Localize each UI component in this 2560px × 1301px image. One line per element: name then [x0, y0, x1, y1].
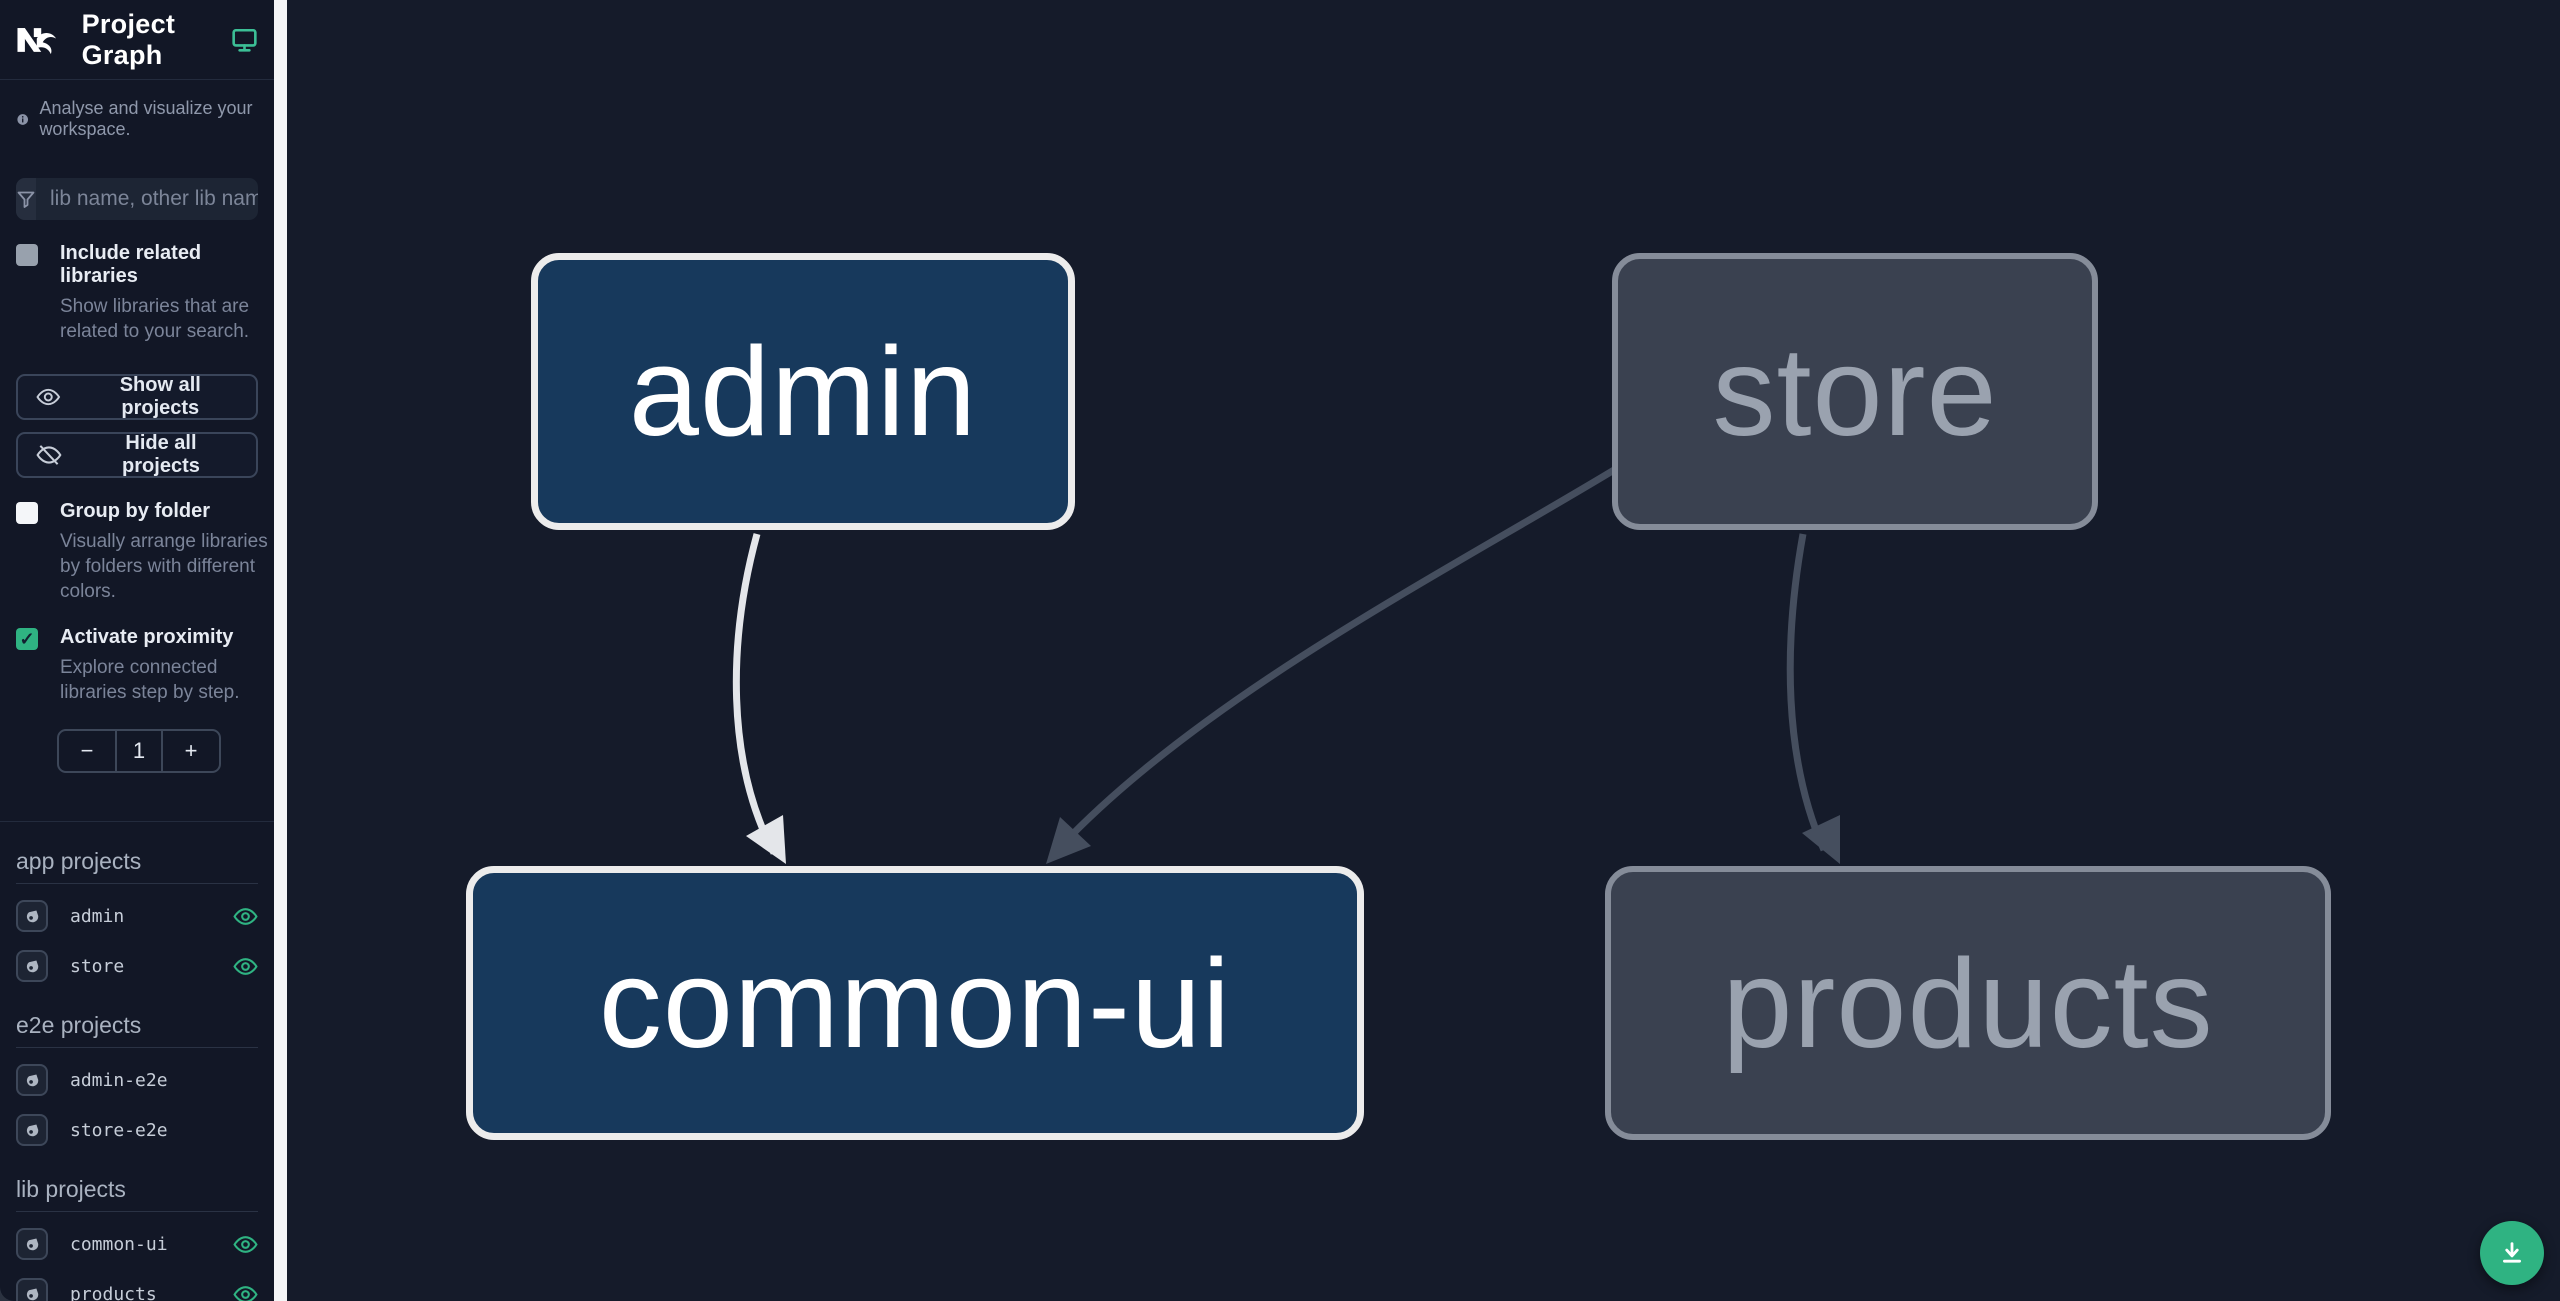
project-row-products: products — [16, 1276, 258, 1301]
focus-project-button[interactable] — [16, 950, 48, 982]
checkbox-group-by-folder[interactable] — [16, 502, 38, 524]
section-title: lib projects — [16, 1176, 258, 1212]
eye-off-icon — [36, 445, 62, 465]
hide-all-projects-button[interactable]: Hide all projects — [16, 432, 258, 478]
node-label: store — [1712, 321, 1998, 462]
project-row-common-ui: common-ui — [16, 1226, 258, 1262]
project-name: products — [70, 1283, 157, 1301]
project-name: common-ui — [70, 1233, 168, 1255]
graph-node-common-ui[interactable]: common-ui — [466, 866, 1364, 1140]
focus-project-button[interactable] — [16, 1064, 48, 1096]
project-row-admin-e2e: admin-e2e — [16, 1062, 258, 1098]
edge-store-products[interactable] — [1786, 533, 1828, 852]
arrowhead-admin-common-ui — [746, 815, 786, 864]
focus-project-button[interactable] — [16, 1278, 48, 1301]
option-description: Explore connected libraries step by step… — [60, 657, 240, 703]
project-row-admin: admin — [16, 898, 258, 934]
proximity-value: 1 — [115, 731, 163, 771]
panel-resizer[interactable] — [274, 0, 287, 1301]
project-row-store: store — [16, 948, 258, 984]
option-label: Include related libraries — [60, 242, 202, 287]
eye-icon — [233, 957, 258, 975]
checkbox-include-related[interactable] — [16, 244, 38, 266]
project-visibility-toggle[interactable] — [233, 1282, 258, 1301]
sidebar: Project Graph Analyse and visualize your… — [0, 0, 274, 1301]
option-group-by-folder[interactable]: Group by folder Visually arrange librari… — [0, 500, 274, 604]
filter-icon — [16, 178, 36, 220]
project-visibility-toggle[interactable] — [233, 1232, 258, 1257]
option-description: Visually arrange libraries by folders wi… — [60, 531, 268, 602]
option-label: Activate proximity — [60, 626, 234, 648]
option-include-related[interactable]: Include related libraries Show libraries… — [0, 242, 274, 344]
focus-icon — [26, 909, 38, 922]
section-app-projects: app projects admin — [0, 848, 274, 984]
node-label: common-ui — [598, 932, 1232, 1074]
project-visibility-toggle[interactable] — [233, 904, 258, 929]
project-name: admin-e2e — [70, 1069, 168, 1091]
focus-project-button[interactable] — [16, 1114, 48, 1146]
option-activate-proximity[interactable]: ✓ Activate proximity Explore connected l… — [0, 626, 274, 705]
option-description: Show libraries that are related to your … — [60, 296, 250, 342]
proximity-decrement-button[interactable]: − — [59, 731, 115, 771]
section-e2e-projects: e2e projects admin-e2e store- — [0, 1012, 274, 1148]
project-row-store-e2e: store-e2e — [16, 1112, 258, 1148]
section-title: e2e projects — [16, 1012, 258, 1048]
eye-icon — [233, 907, 258, 925]
show-all-projects-button[interactable]: Show all projects — [16, 374, 258, 420]
tagline-text: Analyse and visualize your workspace. — [39, 98, 253, 139]
monitor-icon — [231, 27, 258, 53]
eye-icon — [233, 1235, 258, 1253]
nx-logo-icon — [17, 27, 57, 54]
info-icon — [17, 113, 29, 125]
eye-icon — [233, 1285, 258, 1301]
node-label: admin — [628, 321, 978, 462]
focus-project-button[interactable] — [16, 900, 48, 932]
focus-icon — [26, 959, 38, 972]
eye-icon — [36, 388, 61, 406]
arrowhead-store-products — [1802, 815, 1840, 864]
project-name: store — [70, 955, 125, 977]
section-lib-projects: lib projects common-ui — [0, 1176, 274, 1301]
project-name: admin — [70, 905, 125, 927]
edge-store-common-ui[interactable] — [1059, 467, 1616, 848]
button-label: Hide all projects — [122, 432, 200, 477]
focus-icon — [26, 1287, 38, 1300]
sidebar-header: Project Graph — [0, 0, 274, 80]
focus-icon — [26, 1123, 38, 1136]
focus-icon — [26, 1073, 38, 1086]
proximity-stepper: − 1 + — [57, 729, 221, 773]
edge-admin-common-ui[interactable] — [732, 533, 778, 855]
search-input[interactable] — [36, 178, 258, 220]
proximity-increment-button[interactable]: + — [163, 731, 219, 771]
focus-project-button[interactable] — [16, 1228, 48, 1260]
node-label: products — [1722, 932, 2214, 1074]
workspace-tagline: Analyse and visualize your workspace. — [0, 98, 274, 140]
graph-node-store[interactable]: store — [1612, 253, 2098, 530]
download-button[interactable] — [2480, 1221, 2544, 1285]
project-name: store-e2e — [70, 1119, 168, 1141]
project-visibility-toggle[interactable] — [233, 954, 258, 979]
focus-icon — [26, 1237, 38, 1250]
button-label: Show all projects — [119, 374, 201, 419]
checkbox-activate-proximity[interactable]: ✓ — [16, 628, 38, 650]
page-title: Project Graph — [81, 8, 176, 70]
graph-node-products[interactable]: products — [1605, 866, 2331, 1140]
sidebar-divider — [0, 821, 274, 822]
graph-node-admin[interactable]: admin — [531, 253, 1075, 530]
search-box — [16, 178, 258, 220]
arrowhead-store-common-ui — [1046, 817, 1091, 864]
download-icon — [2503, 1242, 2521, 1263]
option-label: Group by folder — [60, 500, 210, 522]
section-title: app projects — [16, 848, 258, 884]
